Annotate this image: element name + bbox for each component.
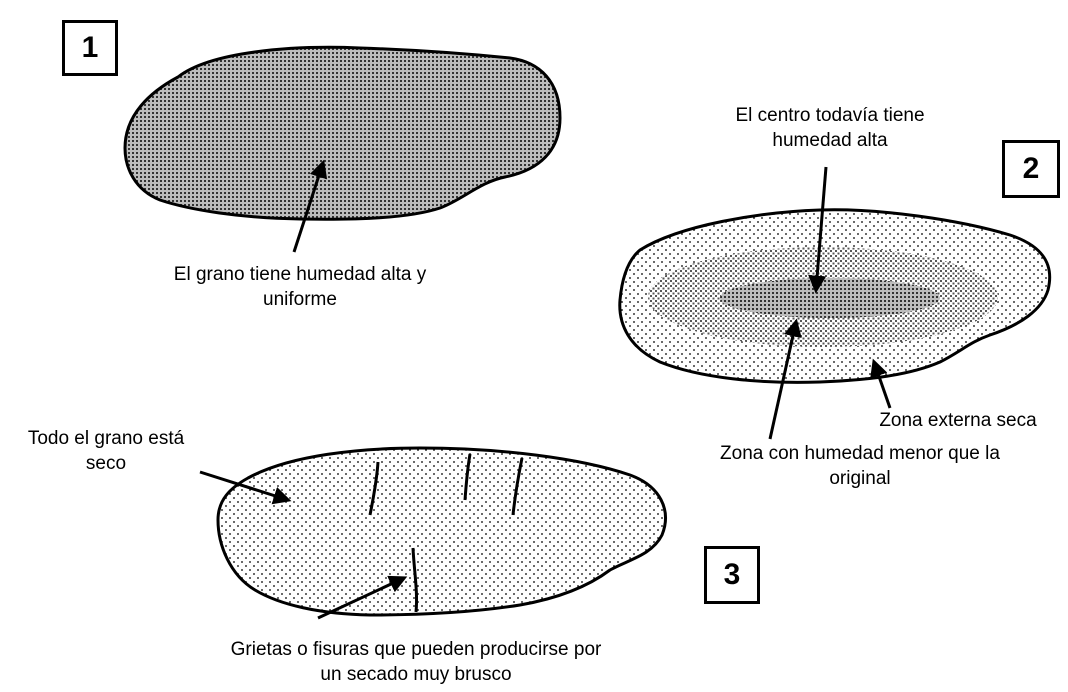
label-all-dry: Todo el grano está seco xyxy=(6,426,206,476)
label-middle-line1: Zona con humedad menor que la xyxy=(700,441,1020,466)
label-outer-zone-text: Zona externa seca xyxy=(850,408,1066,433)
label-middle-line2: original xyxy=(700,466,1020,491)
label-center-line1: El centro todavía tiene xyxy=(690,103,970,128)
label-outer-zone: Zona externa seca xyxy=(850,408,1066,433)
panel-2-number: 2 xyxy=(1002,140,1060,198)
grain-1-wet xyxy=(125,47,560,219)
grain-2-center-zone xyxy=(720,278,940,318)
grain-3-dry xyxy=(218,448,665,615)
label-center-humidity: El centro todavía tiene humedad alta xyxy=(690,103,970,153)
panel-3-number: 3 xyxy=(704,546,760,604)
label-center-line2: humedad alta xyxy=(690,128,970,153)
label-cracks: Grietas o fisuras que pueden producirse … xyxy=(196,637,636,687)
label-all-dry-line2: seco xyxy=(6,451,206,476)
label-middle-zone: Zona con humedad menor que la original xyxy=(700,441,1020,491)
label-grain-1-line2: uniforme xyxy=(150,287,450,312)
label-grain-1: El grano tiene humedad alta y uniforme xyxy=(150,262,450,312)
panel-1-number: 1 xyxy=(62,20,118,76)
label-all-dry-line1: Todo el grano está xyxy=(6,426,206,451)
label-cracks-line1: Grietas o fisuras que pueden producirse … xyxy=(196,637,636,662)
label-grain-1-line1: El grano tiene humedad alta y xyxy=(150,262,450,287)
label-cracks-line2: un secado muy brusco xyxy=(196,662,636,687)
